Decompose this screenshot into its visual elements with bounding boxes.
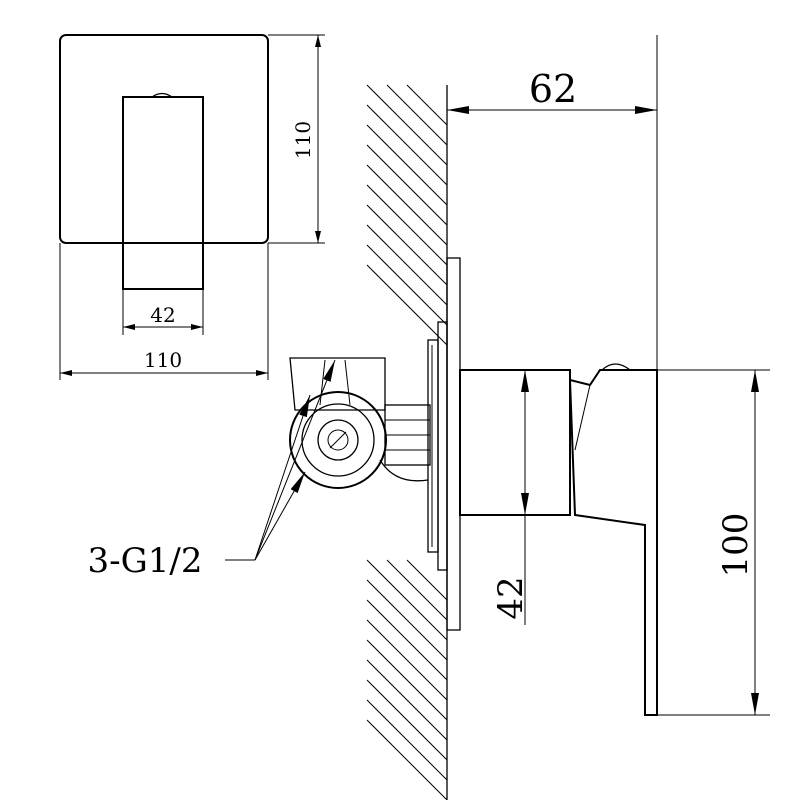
hatch-line [366,619,448,701]
hatch-line [366,104,448,186]
hatch-line [366,719,448,800]
hatch-line [366,224,448,306]
hatch-line [366,184,448,266]
hatch-line [366,164,448,246]
depth-label: 62 [529,67,577,111]
wall-hatching [366,84,448,800]
hatch-line [366,264,448,346]
hatch-line [386,84,448,146]
front-width-label: 110 [144,348,182,372]
hatch-line [366,639,448,721]
hatch-line [406,559,448,601]
hatch-line [366,124,448,206]
body-height-label: 42 [491,576,531,619]
hatch-line [406,84,448,126]
side-view: 62 42 100 [88,35,770,800]
hatch-line [366,599,448,681]
hatch-line [366,699,448,781]
inlet-fitting [289,357,431,489]
handle-height-label: 100 [716,513,756,578]
handle-notch [151,92,173,98]
front-height-label: 110 [291,121,315,159]
handle-width-label: 42 [150,303,175,327]
hatch-line [366,579,448,661]
front-view: 110 42 110 [59,34,325,380]
hatch-line [366,679,448,761]
valve-body [459,369,571,516]
side-handle [568,369,658,716]
hatch-line [366,659,448,741]
wall-plate [446,257,461,631]
hatch-line [366,244,448,326]
cover-plate [59,34,269,244]
hatch-line [366,84,448,166]
hatch-line [366,204,448,286]
outlet-label: 3-G1/2 [88,541,203,581]
hatch-line [366,559,448,641]
hatch-line [386,559,448,621]
handle [122,96,204,290]
hatch-line [366,144,448,226]
